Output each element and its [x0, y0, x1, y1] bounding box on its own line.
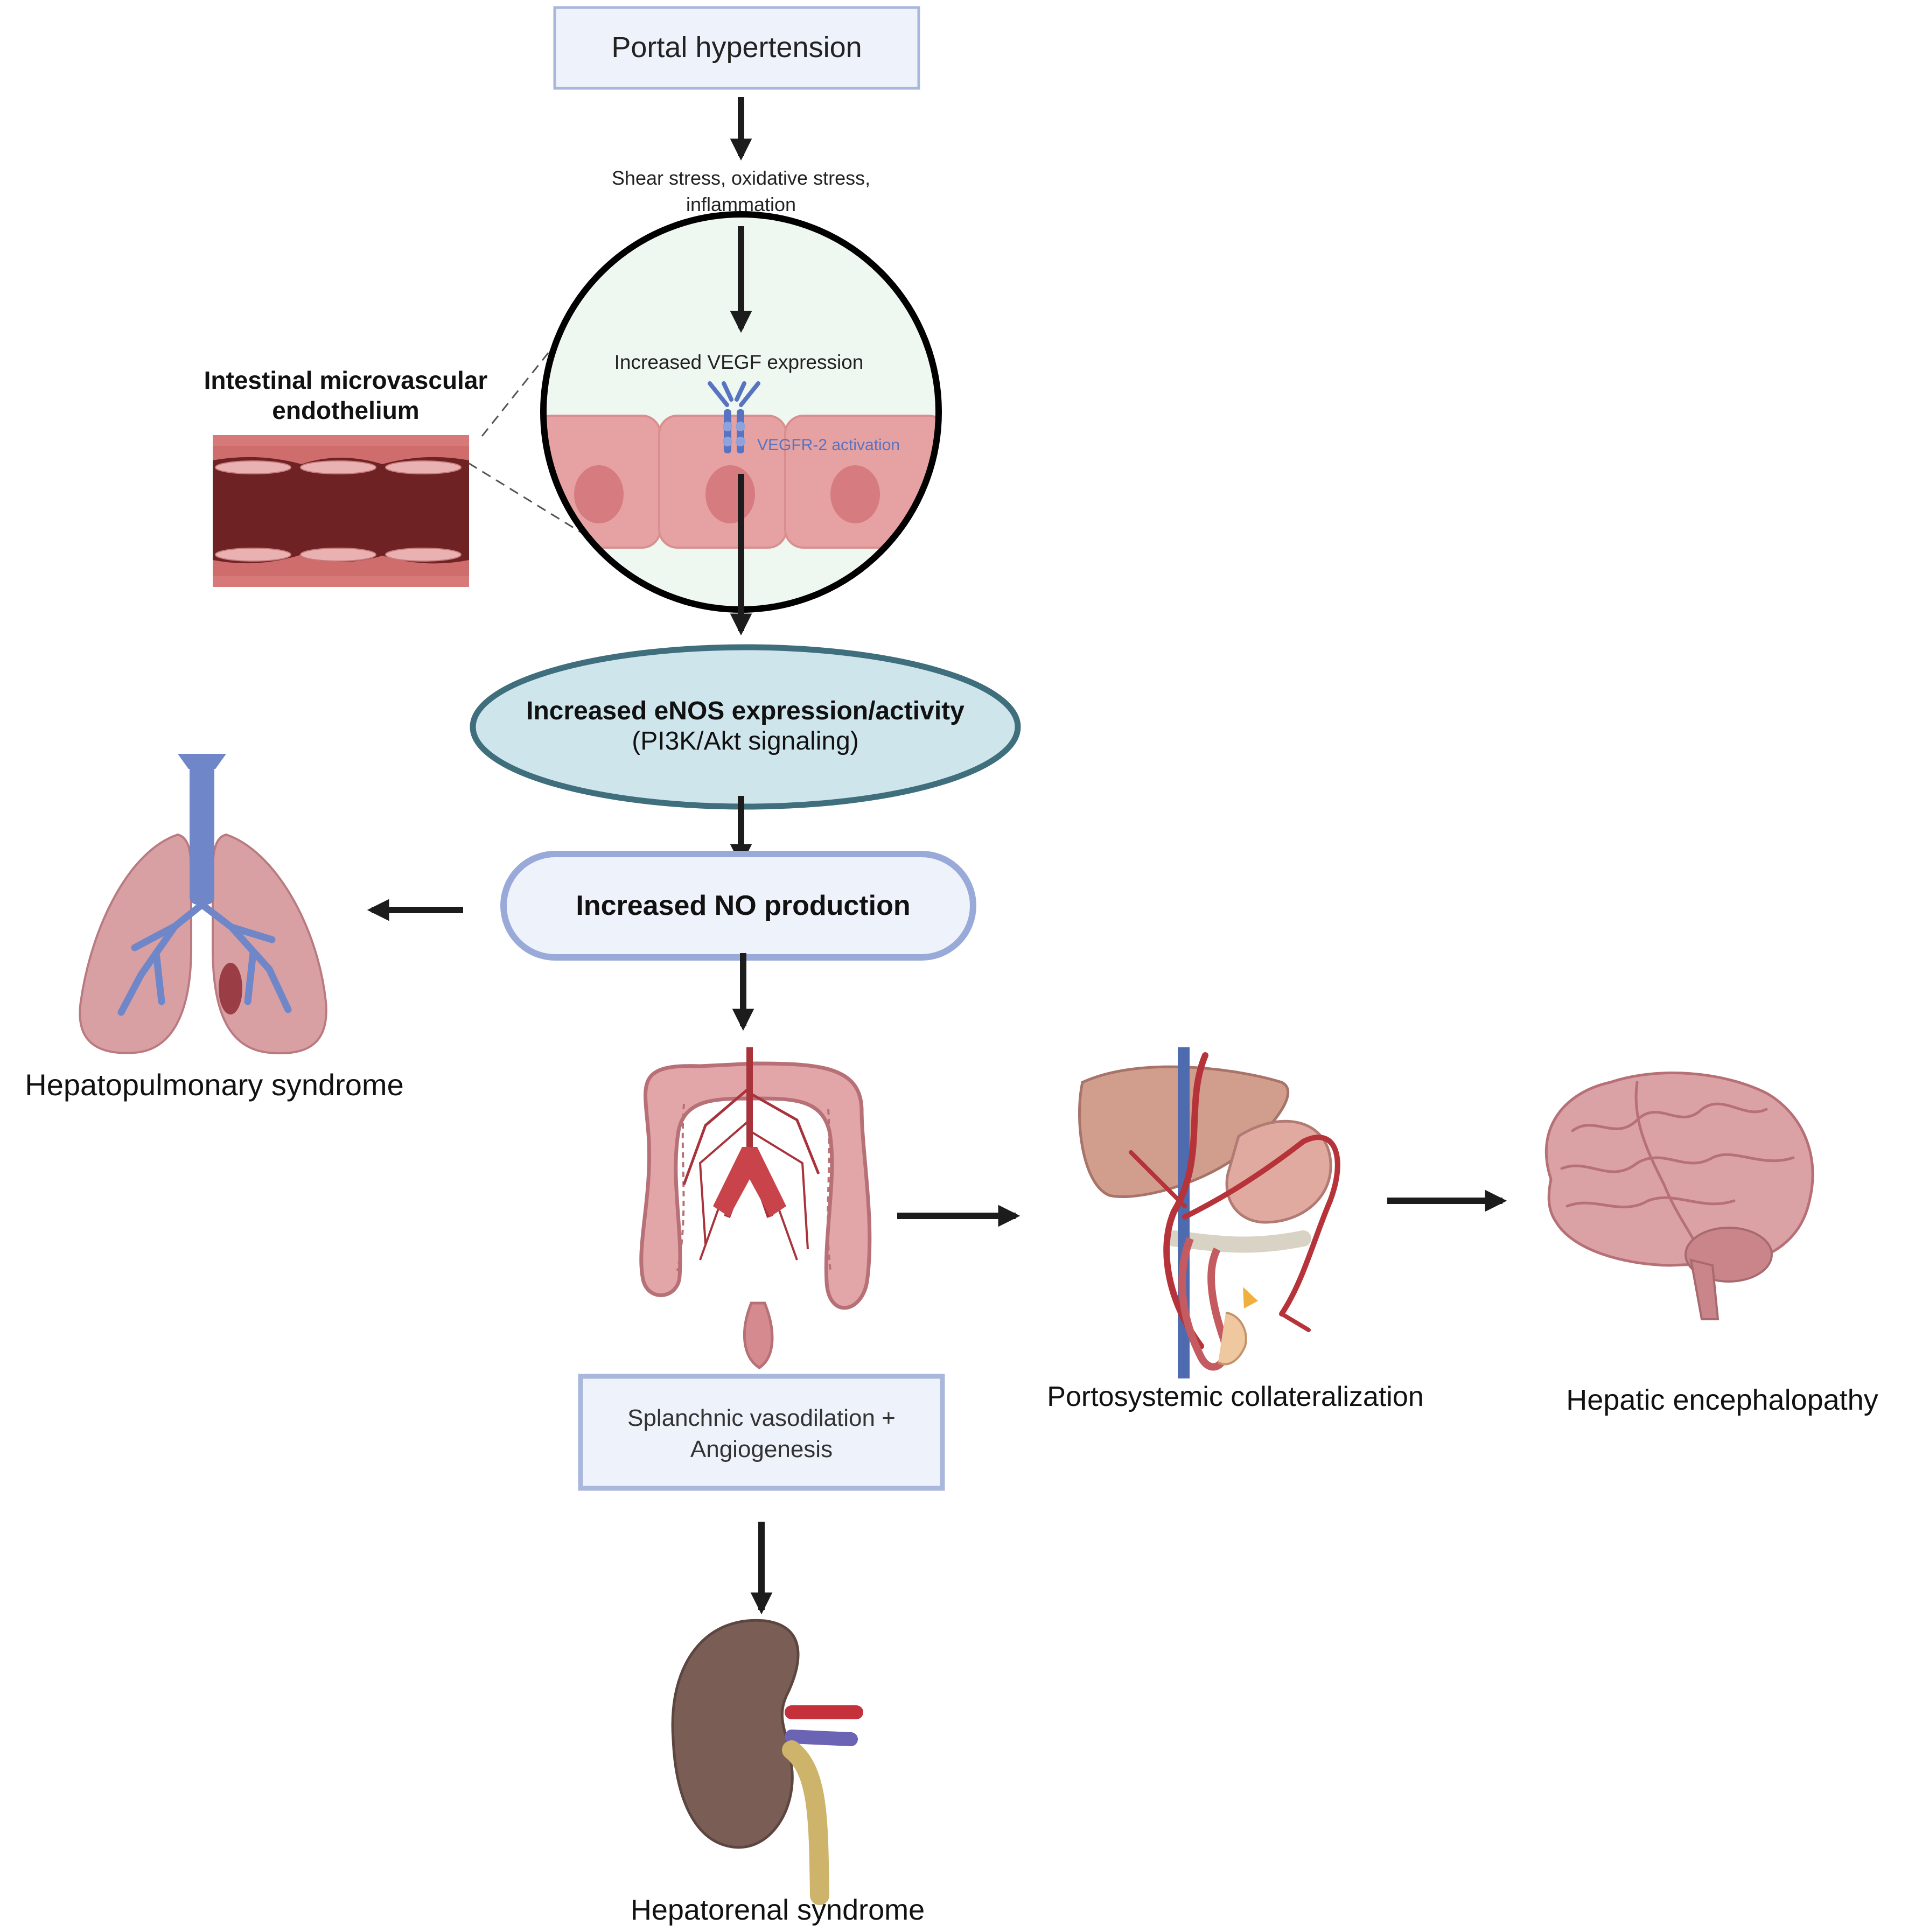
vegfr2-activation-label: VEGFR-2 activation [757, 436, 900, 454]
enos-label-line2: (PI3K/Akt signaling) [632, 727, 859, 755]
splanchnic-label-line1: Splanchnic vasodilation + [627, 1405, 896, 1431]
splanchnic-box: Splanchnic vasodilation + Angiogenesis [578, 1374, 945, 1491]
intestine-illustration [639, 1047, 872, 1369]
hepatorenal-label: Hepatorenal syndrome [631, 1894, 925, 1926]
vegf-expression-label: Increased VEGF expression [614, 351, 864, 373]
hepatopulmonary-label: Hepatopulmonary syndrome [25, 1068, 403, 1102]
stress-factors-text: Shear stress, oxidative stress, inflamma… [612, 167, 870, 215]
stress-factors-line1: Shear stress, oxidative stress, [612, 167, 870, 189]
kidney-illustration [671, 1619, 863, 1905]
encephalopathy-label: Hepatic encephalopathy [1566, 1384, 1878, 1416]
portal-hypertension-label: Portal hypertension [611, 31, 862, 64]
portal-hypertension-box: Portal hypertension [553, 6, 920, 90]
endothelium-label-line2: endothelium [272, 396, 419, 424]
vegfr2-receptor-icon [708, 381, 760, 453]
lungs-illustration [79, 754, 327, 1054]
zoom-guide-top [481, 317, 577, 437]
vessel-segment-illustration [213, 435, 469, 587]
enos-node: Increased eNOS expression/activity (PI3K… [470, 644, 1021, 810]
endothelium-label-line1: Intestinal microvascular [204, 366, 488, 394]
endothelium-label: Intestinal microvascular endothelium [204, 366, 488, 424]
no-production-node: Increased NO production [500, 851, 976, 961]
brain-illustration [1544, 1072, 1814, 1320]
portosystemic-label: Portosystemic collateralization [1047, 1381, 1423, 1412]
enos-label-line1: Increased eNOS expression/activity [526, 697, 965, 725]
no-production-label: Increased NO production [576, 890, 910, 921]
liver-collaterals-illustration [1078, 1047, 1340, 1378]
splanchnic-label-line2: Angiogenesis [690, 1436, 833, 1462]
